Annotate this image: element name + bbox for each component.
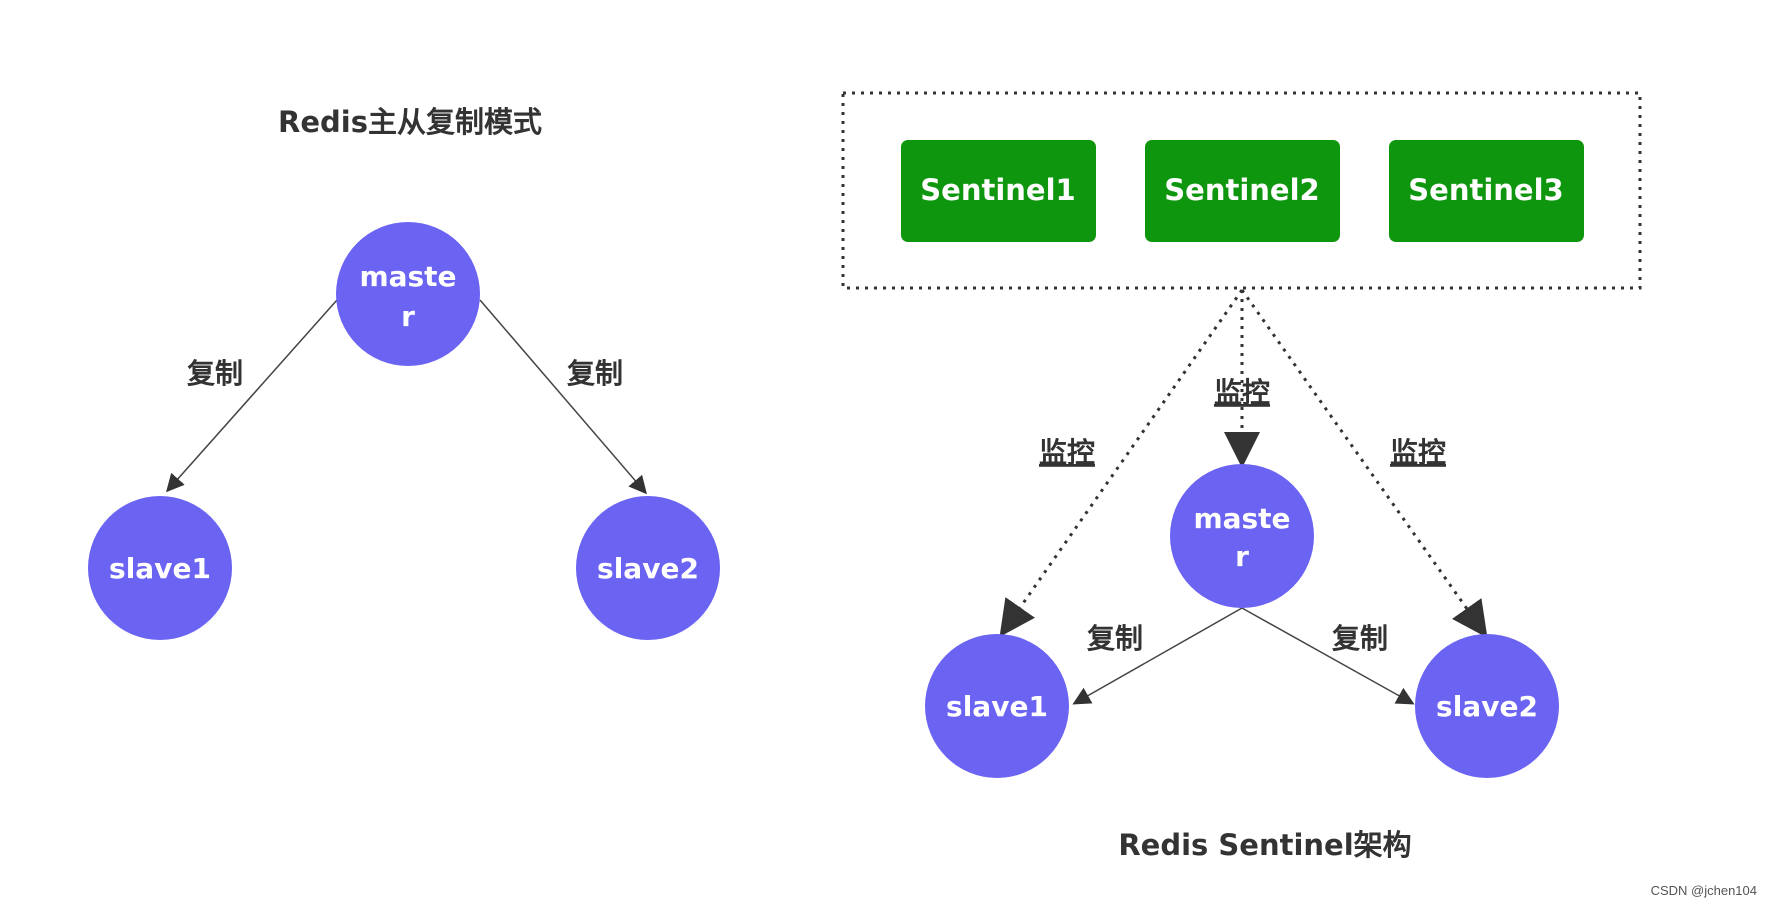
left-master-label-2: r — [401, 300, 415, 333]
right-master-node: maste r — [1170, 464, 1314, 608]
right-replication-edge-2 — [1241, 607, 1415, 705]
right-diagram-title: Redis Sentinel架构 — [1118, 828, 1411, 862]
sentinel3-label: Sentinel3 — [1408, 173, 1563, 207]
sentinel1-box: Sentinel1 — [901, 140, 1096, 242]
right-master-label-1: maste — [1193, 502, 1290, 535]
left-edge-label-2: 复制 — [567, 357, 623, 390]
monitor-edge-slave1 — [999, 289, 1244, 637]
sentinel-group-box — [841, 91, 1642, 290]
right-slave2-node: slave2 — [1415, 634, 1559, 778]
monitor-label-left: 监控 — [1039, 436, 1095, 469]
left-slave1-label: slave1 — [109, 552, 211, 585]
left-master-node: maste r — [336, 222, 480, 366]
right-edge-label-1: 复制 — [1087, 622, 1143, 655]
sentinel2-box: Sentinel2 — [1145, 140, 1340, 242]
right-master-label-2: r — [1235, 540, 1249, 573]
right-slave1-node: slave1 — [925, 634, 1069, 778]
monitor-edge-slave2 — [1240, 289, 1488, 638]
left-slave2-label: slave2 — [597, 552, 699, 585]
left-replication-edge-1 — [166, 299, 338, 493]
left-replication-edge-2 — [479, 299, 647, 495]
monitor-label-center: 监控 — [1214, 376, 1270, 409]
monitor-label-right: 监控 — [1390, 436, 1446, 469]
right-edge-label-2: 复制 — [1332, 622, 1388, 655]
left-slave1-node: slave1 — [88, 496, 232, 640]
left-edge-label-1: 复制 — [187, 357, 243, 390]
right-slave1-label: slave1 — [946, 690, 1048, 723]
watermark-text: CSDN @jchen104 — [1651, 883, 1757, 898]
sentinel2-label: Sentinel2 — [1164, 173, 1319, 207]
sentinel3-box: Sentinel3 — [1389, 140, 1584, 242]
right-replication-edge-1 — [1072, 607, 1243, 705]
sentinel1-label: Sentinel1 — [920, 173, 1075, 207]
right-slave2-label: slave2 — [1436, 690, 1538, 723]
left-master-label-1: maste — [359, 260, 456, 293]
left-diagram-title: Redis主从复制模式 — [278, 105, 542, 139]
left-slave2-node: slave2 — [576, 496, 720, 640]
